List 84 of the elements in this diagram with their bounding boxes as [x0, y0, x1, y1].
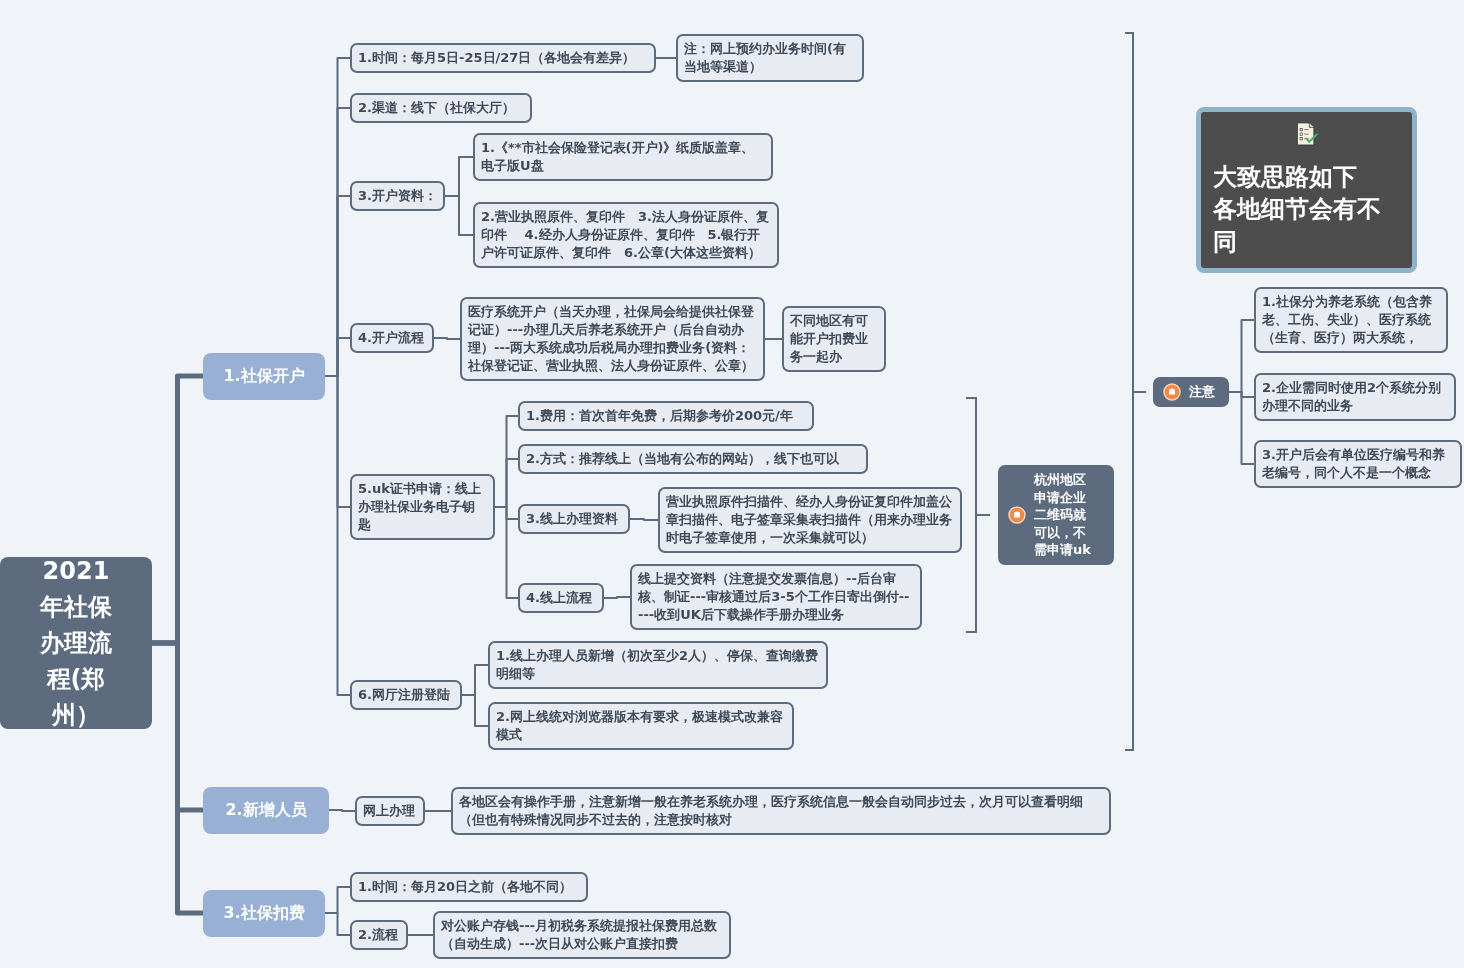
subtopic-box	[350, 872, 588, 902]
subtopic-box	[451, 787, 1111, 835]
topic-text: 2.流程	[358, 927, 398, 942]
subtopic-box	[1254, 440, 1462, 488]
topic-text: 2.企业需同时使用2个系统分别办理不同的业务	[1262, 380, 1442, 413]
topic-heading: 大致思路如下	[1213, 161, 1357, 193]
main-topic	[203, 889, 325, 937]
subtopic-box	[676, 34, 864, 82]
topic-text: 营业执照原件扫描件、经办人身份证复印件加盖公章扫描件、电子签章采集表扫描件（用来办理业务时电子签章使用，一次采集就可以）	[666, 494, 952, 545]
connector-line	[328, 809, 356, 812]
subtopic-box	[350, 680, 462, 710]
central-topic	[0, 557, 152, 729]
connector-line	[655, 57, 677, 59]
subtopic-box	[350, 93, 532, 123]
subtopic-box	[488, 641, 828, 689]
connector-line	[324, 375, 351, 696]
subtopic-box	[350, 43, 656, 73]
topic-text: 2021年社保办理流程(郑州）	[38, 556, 113, 731]
topic-text: 5.uk证书申请：线上办理社保业务电子钥匙	[358, 481, 481, 532]
topic-text: 3.社保扣费	[223, 902, 305, 924]
subtopic-box	[350, 181, 445, 211]
connector-line	[152, 640, 203, 916]
topic-text: 不同地区有可能开户扣费业务一起办	[790, 313, 868, 364]
topic-text: 线上提交资料（注意提交发票信息）--后台审核、制证---审核通过后3-5个工作日寄出倒付-----收到UK后下载操作手册办理业务	[638, 571, 910, 622]
connector-line	[461, 694, 489, 727]
topic-text: 4.开户流程	[358, 330, 424, 345]
connector-line	[424, 810, 452, 812]
topic-text: 1.社保分为养老系统（包含养老、工伤、失业）、医疗系统（生育、医疗）两大系统，	[1262, 294, 1432, 345]
topic-text: 注：网上预约办业务时间(有当地等渠道）	[684, 41, 846, 74]
topic-text: 各地区会有操作手册，注意新增一般在养老系统办理，医疗系统信息一般会自动同步过去，次月可以查看明细（但也有特殊情况同步不过去的，注意按时核对	[459, 794, 1083, 827]
topic-text: 3.开户后会有单位医疗编号和养老编号，同个人不是一个概念	[1262, 447, 1445, 480]
subtopic-box	[355, 796, 425, 826]
topic-text: 3.开户资料：	[358, 188, 437, 203]
subtopic-box	[488, 702, 794, 750]
subtopic-box	[433, 911, 731, 959]
connector-line	[494, 506, 519, 599]
topic-text: 1.时间：每月5日-25日/27日（各地会有差异）	[358, 50, 636, 65]
connector-line	[1228, 391, 1255, 465]
topic-text: 2.渠道：线下（社保大厅）	[358, 100, 515, 115]
topic-text: 1.费用：首次首年免费，后期参考价200元/年	[526, 408, 793, 423]
connector-line	[324, 912, 351, 936]
topic-text: 1.线上办理人员新增（初次至少2人）、停保、查询缴费明细等	[496, 648, 819, 681]
topic-heading: 各地细节会有不同	[1213, 194, 1382, 258]
topic-text: 4.线上流程	[526, 590, 592, 605]
connector-line	[629, 518, 659, 521]
connector-line	[433, 337, 461, 340]
floating-topic	[1196, 107, 1417, 273]
connector-line	[407, 934, 434, 936]
topic-text: 医疗系统开户（当天办理，社保局会给提供社保登记证）---办理几天后养老系统开户（后台自动办理）---两大系统成功后税局办理扣费业务(资料：社保登记证、营业执照、法人身份证原件、公章）	[468, 304, 754, 373]
topic-text: 2.营业执照原件、复印件 3.法人身份证原件、复印件 4.经办人身份证原件、复印件 5.银行开户许可证原件、复印件 6.公章(大体这些资料）	[481, 209, 769, 260]
topic-text: 注意	[1189, 383, 1215, 401]
topic-text: 1.《**市社会保险登记表(开户)》纸质版盖章、电子版U盘	[481, 140, 755, 173]
subtopic-box	[1254, 373, 1456, 421]
subtopic-box	[518, 401, 814, 431]
topic-text: 网上办理	[363, 803, 415, 818]
topic-text: 6.网厅注册登陆	[358, 687, 450, 702]
topic-text: 1.社保开户	[223, 365, 305, 387]
topic-text: 杭州地区申请企业二维码就可以，不需申请uk	[1034, 471, 1092, 559]
main-topic	[203, 352, 325, 400]
connector-line	[764, 338, 783, 340]
subtopic-box	[473, 133, 773, 181]
subtopic-box	[1254, 287, 1448, 353]
subtopic-box	[350, 323, 434, 353]
subtopic-box	[473, 202, 779, 268]
topic-text: 1.时间：每月20日之前（各地不同）	[358, 879, 573, 894]
subtopic-box	[518, 504, 630, 534]
subtopic-box	[460, 297, 765, 381]
subtopic-box	[630, 564, 922, 630]
topic-text: 2.网上线统对浏览器版本有要求，极速模式改兼容模式	[496, 709, 783, 742]
topic-text: 对公账户存钱---月初税务系统提报社保费用总数（自动生成）---次日从对公账户直接扣费	[441, 918, 718, 951]
subtopic-box	[350, 920, 408, 950]
topic-text: 3.线上办理资料	[526, 511, 618, 526]
note-topic	[998, 465, 1114, 565]
topic-text: 2.新增人员	[225, 799, 307, 821]
connector-line	[444, 195, 474, 236]
topic-text: 2.方式：推荐线上（当地有公布的网站），线下也可以	[526, 451, 839, 466]
subtopic-box	[350, 474, 495, 540]
subtopic-box	[518, 583, 604, 613]
connector-line	[603, 596, 631, 599]
subtopic-box	[782, 306, 886, 372]
subtopic-box	[518, 444, 868, 474]
note-topic	[1153, 377, 1229, 407]
subtopic-box	[658, 487, 962, 553]
main-topic	[203, 786, 329, 834]
